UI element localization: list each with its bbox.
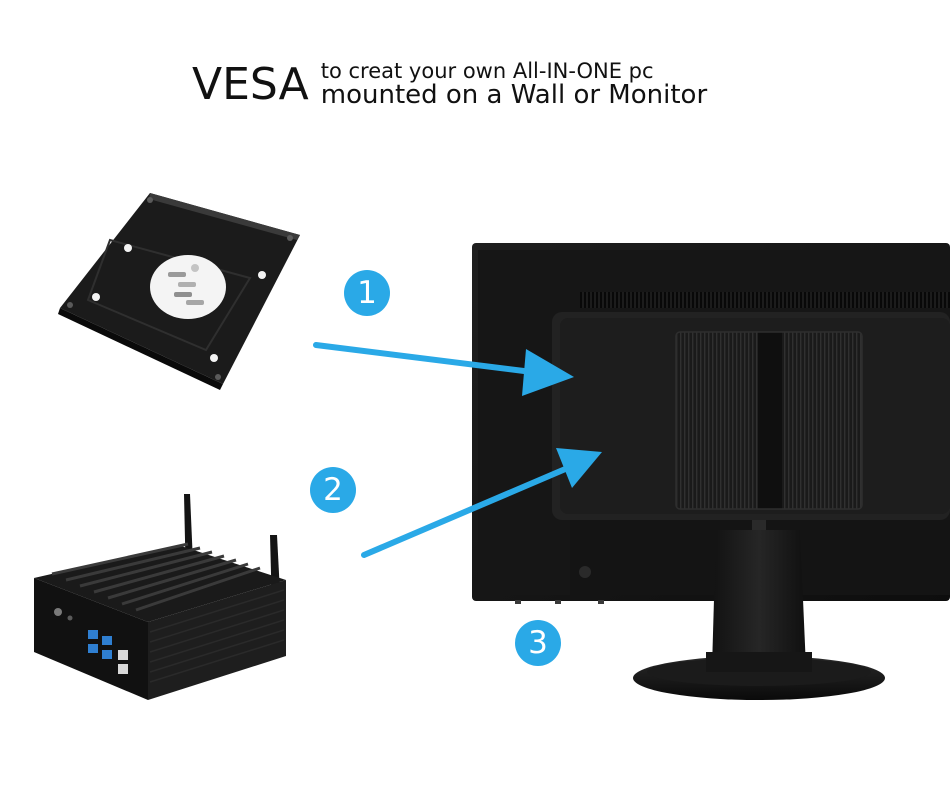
headline-line-2: mounted on a Wall or Monitor xyxy=(320,80,708,111)
arrow-icon xyxy=(313,342,602,558)
vesa-bracket-plate-icon xyxy=(58,193,300,390)
brand-title: VESA xyxy=(192,58,309,110)
step-badge-2: 2 xyxy=(310,467,356,513)
headline-line-1: to creat your own All-IN-ONE pc xyxy=(320,59,654,83)
headline-subtitle: to creat your own All-IN-ONE pc mounted … xyxy=(321,60,707,109)
step-badge-1: 1 xyxy=(344,270,390,316)
mini-pc-icon xyxy=(34,494,286,700)
step-number: 3 xyxy=(528,625,548,661)
headline: VESA to creat your own All-IN-ONE pc mou… xyxy=(192,60,707,109)
step-number: 2 xyxy=(323,472,343,508)
monitor-back-icon xyxy=(472,243,950,700)
step-badge-3: 3 xyxy=(515,620,561,666)
step-number: 1 xyxy=(357,275,377,311)
